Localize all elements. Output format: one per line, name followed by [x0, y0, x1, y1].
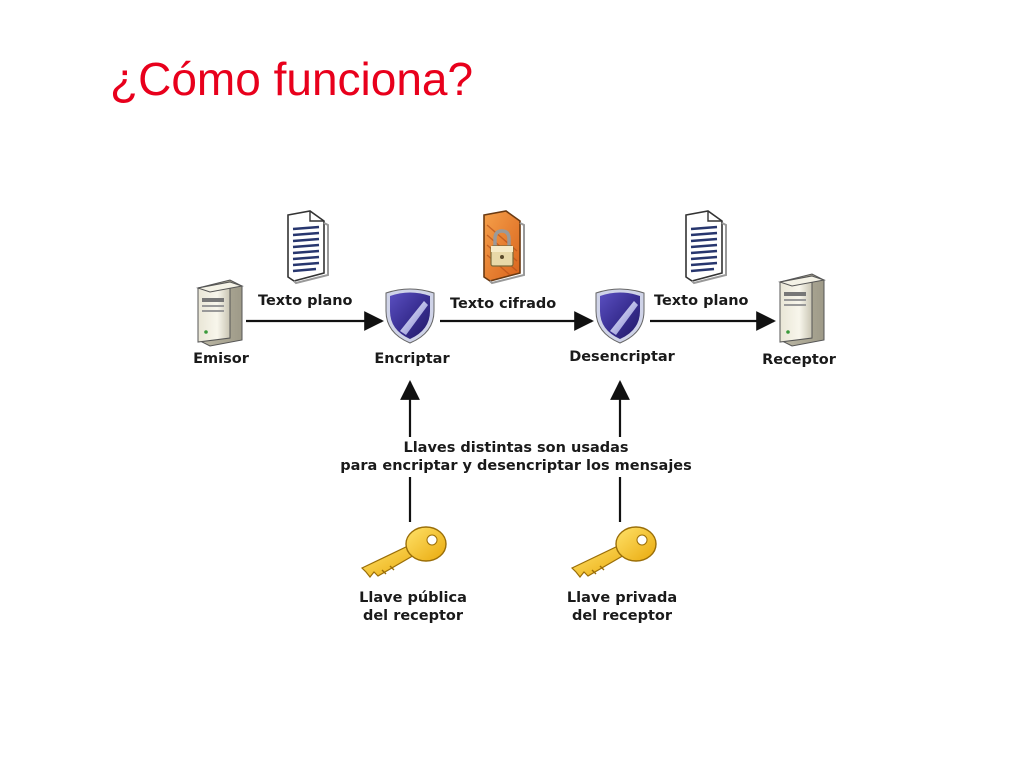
- node-label-encrypt: Encriptar: [374, 351, 450, 367]
- node-label-sender: Emisor: [193, 351, 249, 367]
- plaintext-document-icon-2: [685, 210, 727, 285]
- edge-label-ciphertext: Texto cifrado: [450, 296, 557, 312]
- keys-note-line1: Llaves distintas son usadas: [403, 440, 629, 456]
- locked-document-icon: [483, 210, 525, 285]
- node-label-decrypt: Desencriptar: [569, 349, 675, 365]
- sender-server-icon: [196, 279, 244, 347]
- decrypt-shield-icon: [595, 288, 645, 344]
- private-key-icon: [570, 526, 657, 578]
- edge-label-plaintext-in: Texto plano: [258, 293, 353, 309]
- plaintext-document-icon: [287, 210, 329, 285]
- public-key-label-line2: del receptor: [362, 608, 464, 624]
- public-key-icon: [360, 526, 447, 578]
- private-key-label-line1: Llave privada: [566, 590, 678, 606]
- encrypt-shield-icon: [385, 288, 435, 344]
- slide-title: ¿Cómo funciona?: [110, 53, 474, 105]
- private-key-label-line2: del receptor: [571, 608, 673, 624]
- edge-label-plaintext-out: Texto plano: [654, 293, 749, 309]
- public-key-label-line1: Llave pública: [359, 590, 467, 606]
- private-key-label: Llave privada del receptor: [567, 589, 677, 625]
- keys-note: Llaves distintas son usadas para encript…: [336, 437, 696, 477]
- keys-note-line2: para encriptar y desencriptar los mensaj…: [340, 458, 692, 474]
- receiver-server-icon: [778, 273, 826, 347]
- public-key-label: Llave pública del receptor: [359, 589, 467, 625]
- node-label-receiver: Receptor: [762, 352, 836, 368]
